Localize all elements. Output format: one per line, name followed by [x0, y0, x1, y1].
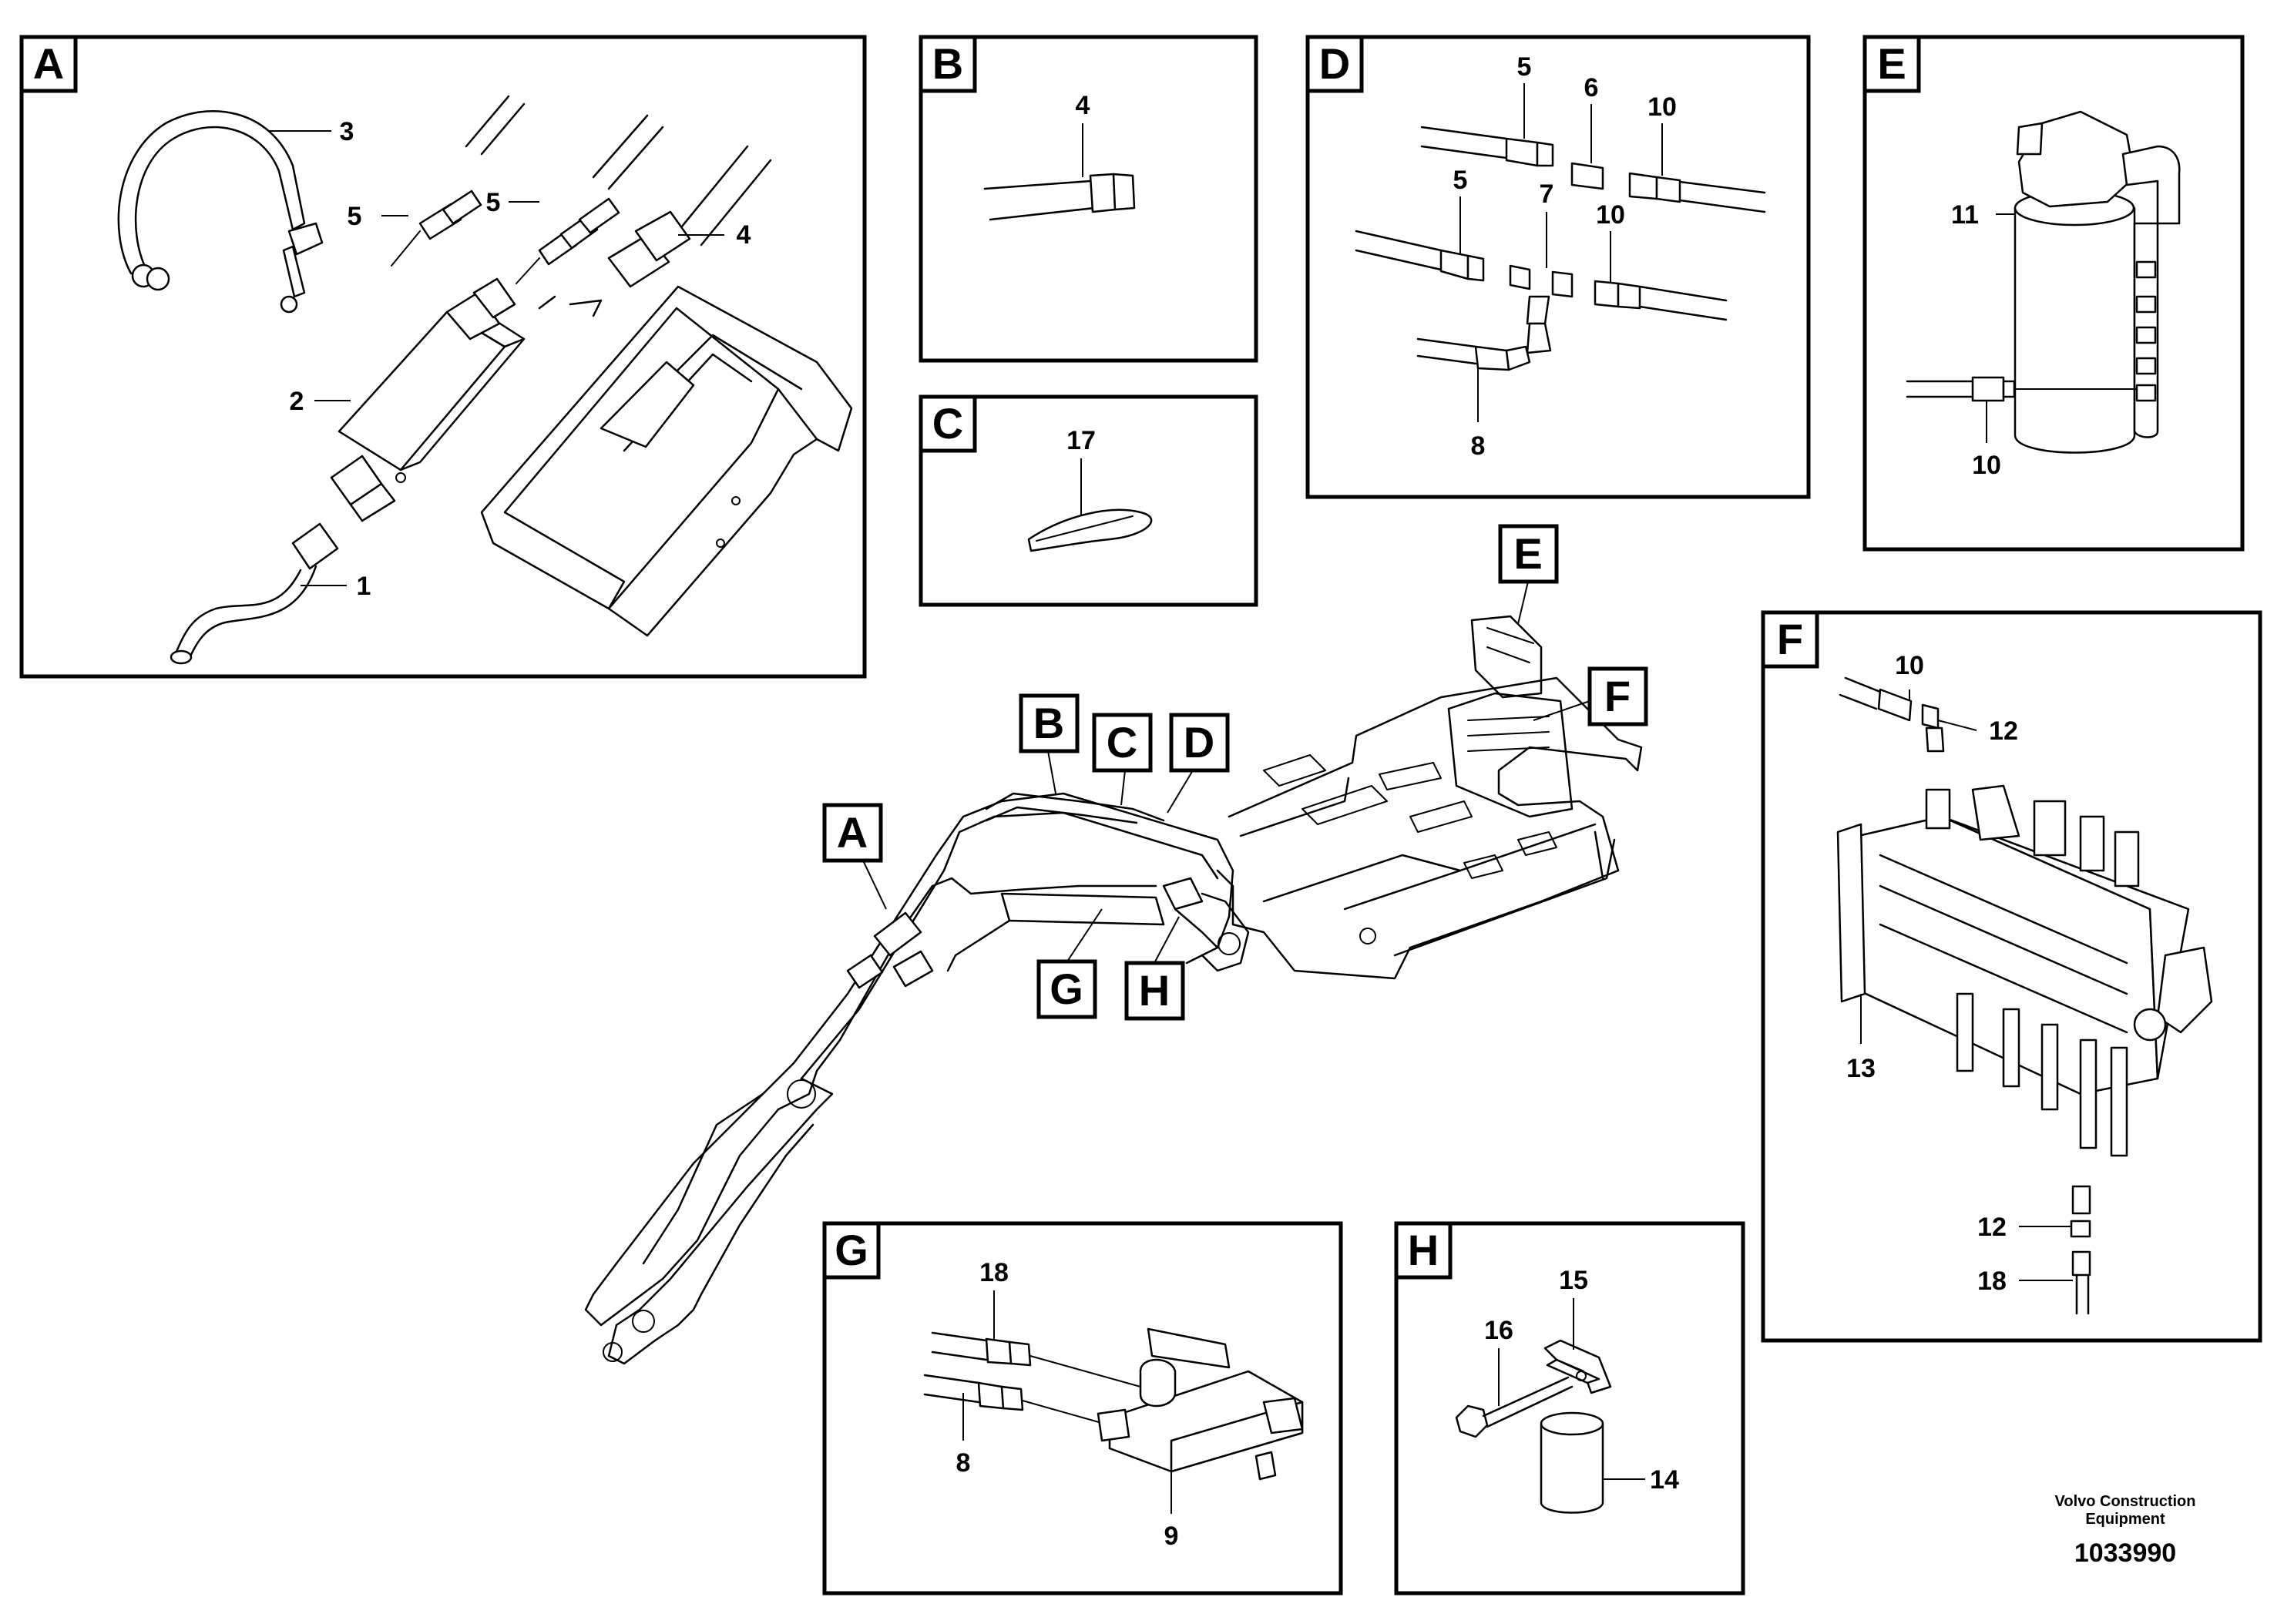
callout-a-3: 3: [340, 117, 354, 146]
panel-c-label: C: [932, 399, 963, 448]
callout-d-6: 6: [1584, 73, 1599, 102]
panel-f: F 1: [1761, 610, 2262, 1343]
callout-a-2: 2: [290, 387, 304, 416]
callout-f-12a: 12: [1989, 716, 2018, 746]
callout-h-16: 16: [1484, 1316, 1513, 1345]
panel-a: A 3 5 5: [19, 35, 867, 679]
line-row-top-d: [1420, 126, 1766, 213]
hoses-g: [923, 1331, 1141, 1426]
overview-tag-e: E: [1513, 529, 1542, 578]
overview-tag-c: C: [1107, 718, 1137, 767]
pipe-a: [170, 522, 339, 665]
callout-d-5a: 5: [1517, 52, 1532, 82]
callout-d-5b: 5: [1453, 166, 1468, 195]
company-name-line1: Volvo Construction: [2055, 1493, 2196, 1510]
panel-g-label: G: [835, 1226, 868, 1274]
panel-e: E 11 10: [1862, 35, 2245, 552]
panel-h-label: H: [1408, 1226, 1439, 1274]
control-valve-f: [1836, 676, 2213, 1157]
line-row-bottom-d: [1416, 337, 1531, 371]
callout-d-8: 8: [1471, 431, 1486, 461]
bolt-h: [1455, 1376, 1574, 1438]
callout-f-12b: 12: [1977, 1213, 2007, 1242]
overview-tag-h: H: [1139, 966, 1170, 1015]
sensor-line-e: [1906, 376, 2136, 402]
callout-a-4: 4: [737, 220, 751, 250]
guard-cover-a: [480, 285, 853, 637]
callout-e-11: 11: [1951, 200, 1979, 230]
footer: Volvo Construction Equipment 1033990: [2055, 1493, 2196, 1568]
line-row-mid-d: [1355, 230, 1728, 354]
callout-a-1: 1: [357, 572, 371, 601]
callout-g-8: 8: [956, 1448, 971, 1478]
panel-f-label: F: [1777, 615, 1803, 663]
callout-d-10b: 10: [1596, 200, 1625, 230]
sleeve-h: [1540, 1411, 1604, 1514]
panel-d: D 5 6: [1305, 35, 1811, 499]
callout-d-7: 7: [1540, 180, 1554, 209]
panel-a-label: A: [33, 39, 64, 88]
overview-tag-g: G: [1050, 965, 1083, 1013]
panel-b: B 4: [919, 35, 1258, 363]
bracket-h: [1543, 1339, 1612, 1394]
drawing-number: 1033990: [2074, 1538, 2176, 1568]
overview-tag-a: A: [837, 808, 868, 857]
hose-fittings-a: [391, 95, 772, 317]
overview-tag-b: B: [1033, 699, 1064, 747]
panel-d-label: D: [1319, 39, 1350, 88]
clamp-part: [117, 110, 324, 314]
callout-d-10a: 10: [1647, 92, 1677, 122]
panel-g: G 18 8 9: [822, 1221, 1343, 1595]
valve-block-a: [330, 277, 526, 522]
panel-h: H 15 16 14: [1394, 1221, 1745, 1595]
hose-end-b: [983, 173, 1136, 221]
overview-tag-d: D: [1184, 718, 1214, 767]
callout-g-9: 9: [1164, 1522, 1179, 1551]
callout-f-10: 10: [1895, 651, 1924, 680]
callout-f-18: 18: [1977, 1267, 2007, 1296]
callout-c-17: 17: [1066, 426, 1096, 455]
company-name-line2: Equipment: [2085, 1511, 2165, 1528]
overview-tags: A B C D E F G H: [822, 524, 1648, 1021]
callout-b-4: 4: [1076, 91, 1090, 120]
panel-b-label: B: [932, 39, 963, 88]
lower-fittings-f: [2070, 1185, 2091, 1315]
callout-a-5a: 5: [348, 202, 362, 231]
machine-overview: [584, 615, 1643, 1365]
panel-e-label: E: [1877, 39, 1906, 88]
valve-block-g: [1097, 1327, 1304, 1481]
callout-f-13: 13: [1846, 1054, 1876, 1083]
callout-e-10: 10: [1972, 451, 2001, 480]
callout-g-18: 18: [979, 1258, 1009, 1287]
overview-tag-f: F: [1604, 672, 1631, 720]
panel-c: C 17: [919, 394, 1258, 607]
callout-h-14: 14: [1650, 1465, 1679, 1495]
callout-a-5b: 5: [486, 188, 501, 217]
callout-h-15: 15: [1559, 1266, 1588, 1295]
filter-canister-e: [2014, 110, 2181, 454]
